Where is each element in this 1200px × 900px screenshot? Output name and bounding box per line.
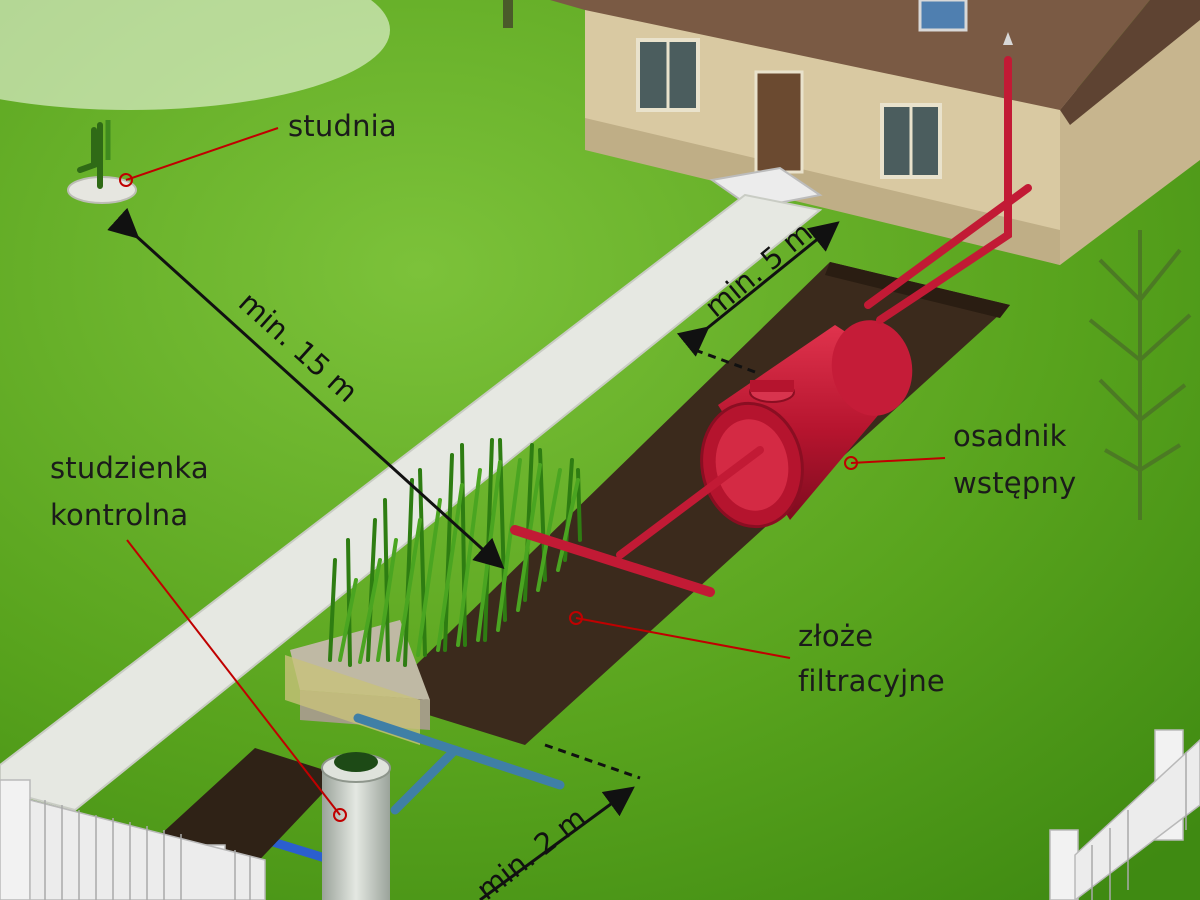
haze [0, 0, 390, 110]
well-symbol [67, 120, 137, 204]
pointer-inspection [126, 539, 341, 816]
label-settler-line1: osadnik [953, 419, 1067, 453]
label-filter-line1: złoże [798, 619, 874, 653]
sand-layer [285, 655, 420, 745]
house [550, 0, 1200, 265]
label-inspection-line1: studzienka [50, 451, 209, 485]
label-well: studnia [288, 109, 397, 143]
dimension-arrows [107, 207, 840, 900]
settling-tank [700, 320, 913, 529]
tree-trunk-back [503, 0, 513, 28]
pointer-well [125, 127, 279, 181]
inspection-shaft [321, 752, 391, 900]
fence-left [0, 779, 266, 900]
label-filter-line2: filtracyjne [798, 664, 945, 698]
label-settler-line2: wstępny [953, 466, 1077, 500]
label-inspection-line2: kontrolna [50, 498, 189, 532]
callout-pointers [119, 127, 946, 822]
arrow-house-distance [676, 221, 840, 357]
roof-window [918, 0, 968, 32]
tree [1088, 230, 1192, 520]
pointer-filter [575, 617, 791, 659]
fence-right [1049, 729, 1200, 900]
arrow-boundary-distance [479, 786, 635, 900]
pointer-settler [850, 457, 946, 464]
inspection-pit [160, 748, 340, 870]
vent-pipe-cap [1003, 32, 1013, 45]
inlet-pipes [510, 56, 1032, 597]
arrow-well-distance [107, 207, 505, 570]
house-door [754, 70, 804, 174]
